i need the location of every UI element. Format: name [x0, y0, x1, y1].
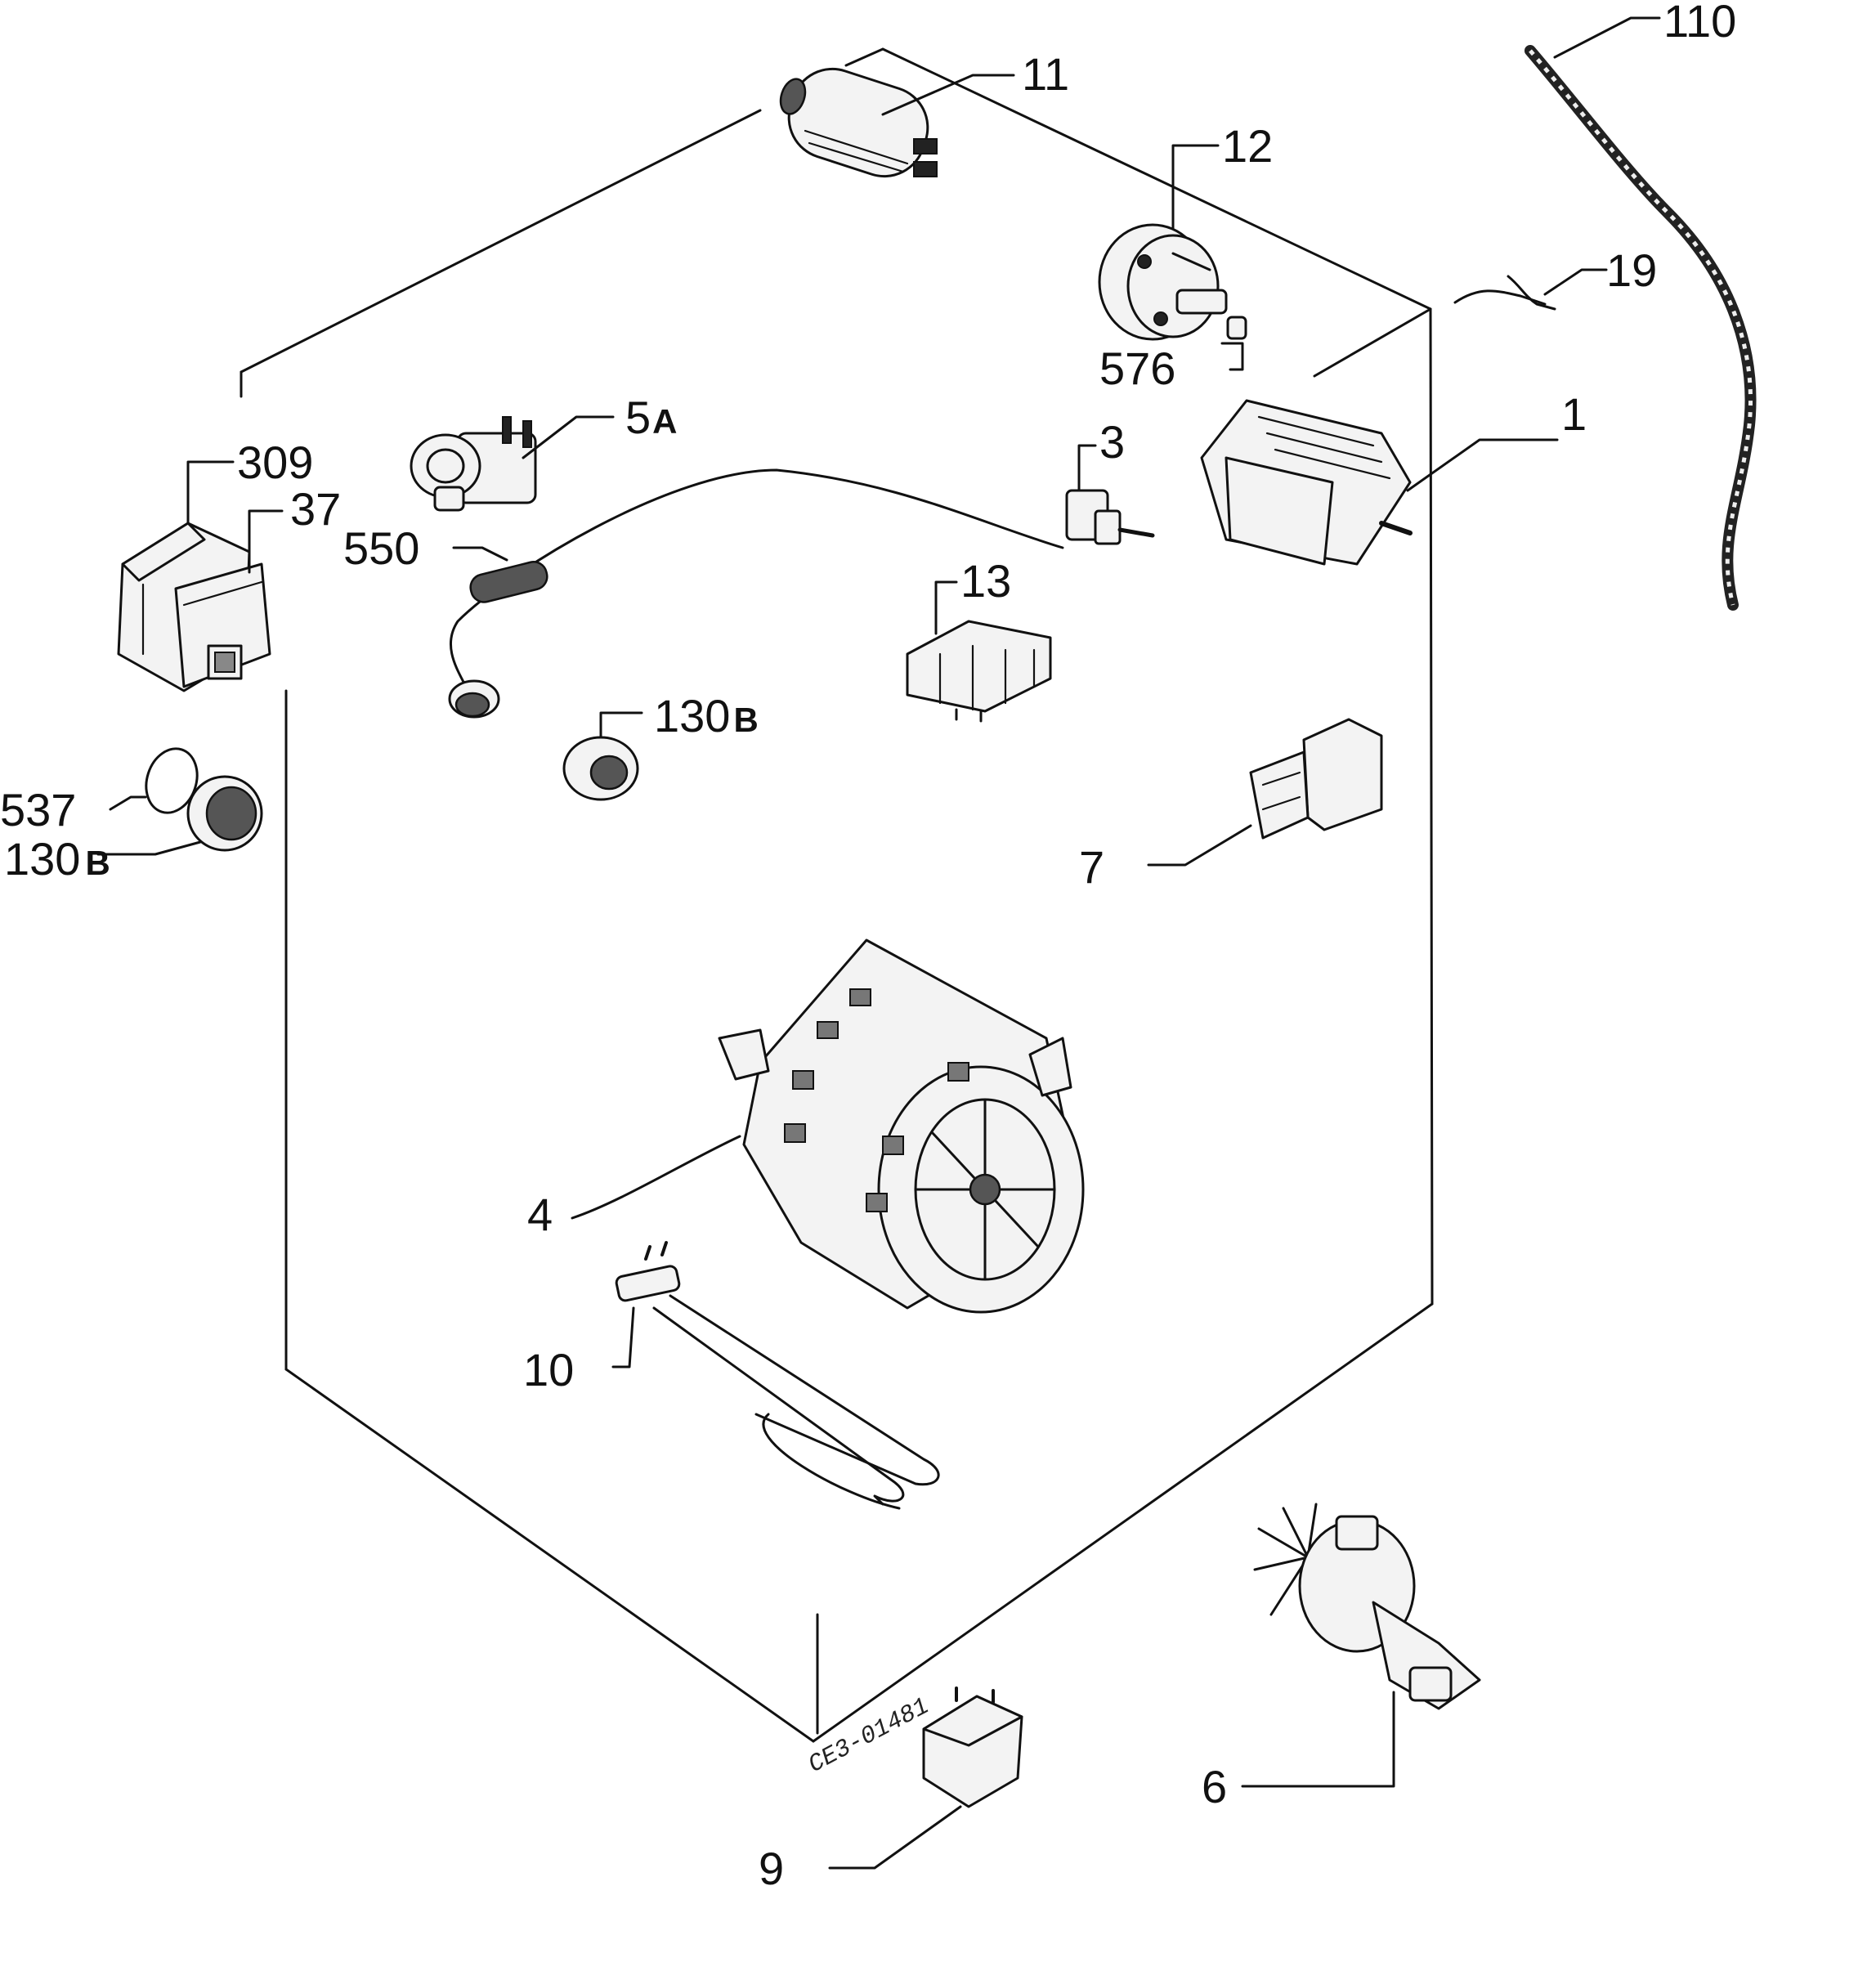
label-9: 9: [759, 1843, 784, 1894]
part-7-door-lock: [1147, 718, 1383, 867]
label-1: 1: [1561, 388, 1587, 440]
part-576-nozzle: [1220, 316, 1247, 371]
label-110: 110: [1663, 0, 1736, 47]
label-576: 576: [1099, 343, 1175, 394]
cabinet-outline: [240, 47, 1434, 1743]
part-537-ring: [109, 747, 199, 814]
label-10: 10: [523, 1344, 574, 1395]
part-550-tube: [452, 546, 548, 603]
label-37: 37: [290, 483, 341, 535]
label-309: 309: [237, 437, 313, 488]
part-3-thermostat-wire: [448, 444, 1155, 719]
part-19-clip: [1453, 268, 1608, 311]
part-1-timer: [1200, 399, 1559, 566]
label-130b-middle: 130B: [654, 690, 759, 741]
label-5a: 5A: [625, 392, 678, 443]
part-130b-middle-grommet: [562, 711, 643, 801]
label-13: 13: [960, 555, 1011, 607]
part-9-relay: [828, 1687, 1023, 1870]
drawing-code: CE3-01481: [804, 1693, 934, 1780]
label-7: 7: [1079, 841, 1104, 893]
part-11-capacitor: [779, 67, 1015, 178]
label-12: 12: [1222, 120, 1273, 172]
label-4: 4: [527, 1189, 553, 1240]
label-550: 550: [343, 522, 419, 574]
label-19: 19: [1606, 244, 1657, 296]
part-6-drain-pump: [1241, 1503, 1481, 1788]
part-130b-left-knob: [96, 775, 263, 856]
part-4-motor: [571, 938, 1085, 1314]
label-11: 11: [1022, 48, 1069, 100]
label-6: 6: [1202, 1761, 1227, 1812]
part-110-hose: [1525, 16, 1757, 611]
part-10-heater: [611, 1241, 940, 1510]
part-13-terminal-block: [906, 580, 1052, 723]
part-12-pressure-switch: [1098, 144, 1228, 341]
part-5a-inlet-valve: [410, 415, 615, 512]
label-537: 537: [0, 784, 76, 835]
part-37-module: [174, 509, 284, 688]
label-3: 3: [1099, 416, 1125, 468]
